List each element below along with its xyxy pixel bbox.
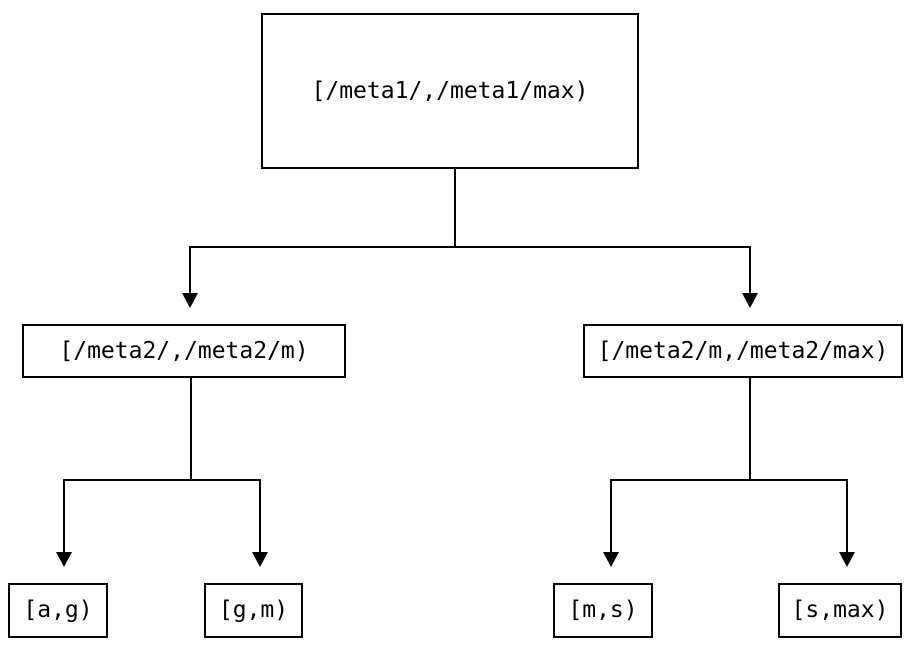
node-label: [g,m) <box>218 597 289 623</box>
node-meta2-high: [/meta2/m,/meta2/max) <box>583 324 903 378</box>
node-label: [/meta2/,/meta2/m) <box>59 337 309 364</box>
node-label: [a,g) <box>23 597 93 623</box>
arrowhead-down-icon <box>839 552 855 567</box>
node-label: [/meta1/,/meta1/max) <box>311 77 589 104</box>
node-label: [s,max) <box>791 597 889 623</box>
node-meta2-low: [/meta2/,/meta2/m) <box>22 324 346 378</box>
node-leaf-ms: [m,s) <box>553 583 653 638</box>
arrowhead-down-icon <box>252 552 268 567</box>
arrowhead-down-icon <box>603 552 619 567</box>
node-leaf-smax: [s,max) <box>778 583 902 638</box>
node-leaf-ag: [a,g) <box>8 583 108 638</box>
node-leaf-gm: [g,m) <box>204 583 303 638</box>
arrowhead-down-icon <box>56 552 72 567</box>
node-label: [m,s) <box>568 597 638 623</box>
node-root: [/meta1/,/meta1/max) <box>261 13 639 169</box>
arrowhead-down-icon <box>182 293 198 308</box>
arrowhead-down-icon <box>742 293 758 308</box>
node-label: [/meta2/m,/meta2/max) <box>597 337 889 364</box>
